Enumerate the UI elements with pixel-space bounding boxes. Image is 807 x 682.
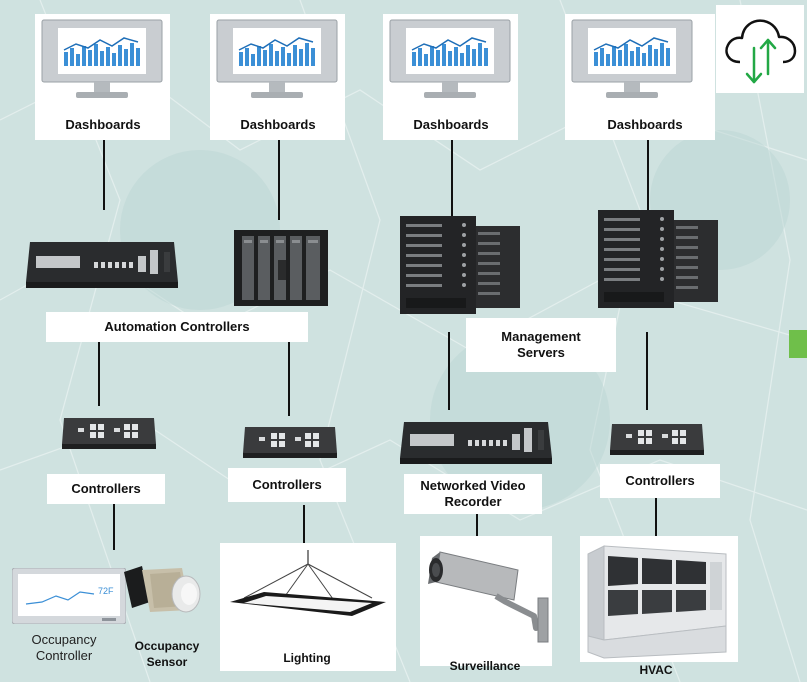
server-rack-device: [400, 216, 520, 314]
dashboards-label: Dashboards: [585, 112, 705, 138]
plc-rack-device: [234, 230, 328, 306]
thermostat-device: 72F: [12, 568, 126, 624]
lighting-label: Lighting: [283, 651, 331, 665]
cloud-sync-icon: [725, 19, 797, 84]
hvac-label: HVAC: [639, 663, 673, 677]
monitor-icon: [389, 19, 511, 98]
networked-video-recorder-label: Networked Video Recorder: [404, 474, 542, 514]
controllers-label: Controllers: [47, 474, 165, 504]
connector-line: [646, 332, 648, 410]
connector-line: [451, 138, 453, 216]
automation-controller-device: [26, 242, 178, 288]
connector-line: [655, 498, 657, 536]
hvac-chiller-unit: [587, 545, 727, 659]
controller-box-device: [62, 418, 156, 449]
controller-box-device: [243, 427, 337, 458]
connector-line: [98, 340, 100, 406]
dashboards-label: Dashboards: [48, 112, 158, 138]
security-camera: [428, 551, 549, 643]
connector-line: [448, 332, 450, 410]
connector-line: [647, 138, 649, 210]
server-rack-device: [598, 210, 718, 308]
controller-box-device: [610, 424, 704, 455]
occupancy-controller-label: Occupancy Controller: [31, 632, 97, 663]
connector-line: [278, 138, 280, 220]
dashboards-label: Dashboards: [223, 112, 333, 138]
management-servers-label: Management Servers: [466, 318, 616, 372]
automation-controllers-label: Automation Controllers: [46, 312, 308, 342]
monitor-icon: [571, 19, 693, 98]
thermostat-readout: 72F: [98, 586, 114, 596]
video-recorder-device: [400, 422, 552, 464]
occupancy-sensor-label: Occupancy Sensor: [134, 639, 200, 669]
connector-line: [103, 138, 105, 210]
monitor-icon: [216, 19, 338, 98]
dashboards-label: Dashboards: [396, 112, 506, 138]
monitor-icon: [41, 19, 163, 98]
pendant-light-fixture: [230, 550, 386, 616]
controllers-label: Controllers: [228, 468, 346, 502]
connector-line: [476, 513, 478, 543]
connector-line: [303, 505, 305, 543]
surveillance-label: Surveillance: [449, 659, 521, 673]
controllers-label: Controllers: [600, 464, 720, 498]
connector-line: [288, 340, 290, 416]
connector-line: [113, 502, 115, 550]
occupancy-sensor-device: [124, 566, 201, 613]
